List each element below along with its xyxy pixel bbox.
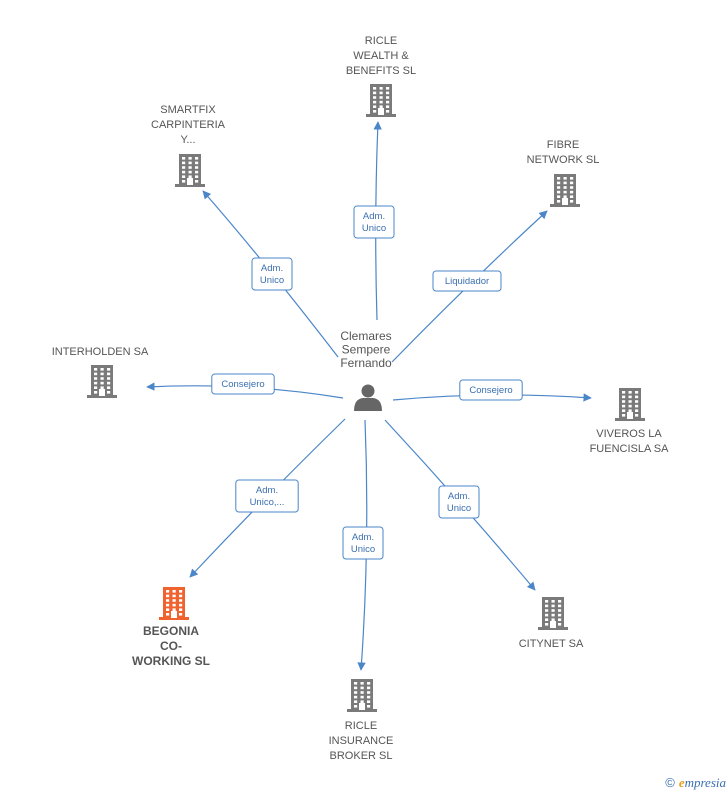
edge-label-text: Liquidador bbox=[445, 276, 489, 287]
node-viveros[interactable]: VIVEROS LA FUENCISLA SA bbox=[590, 388, 670, 455]
brand-initial: e bbox=[678, 775, 685, 790]
node-label: NETWORK SL bbox=[527, 154, 600, 166]
center-label: Clemares bbox=[340, 329, 391, 343]
nodes-layer: RICLE WEALTH & BENEFITS SL SMARTFIX CARPINTE… bbox=[52, 35, 669, 762]
edge-label-text: Adm. bbox=[352, 532, 374, 543]
edge-label-text: Adm. bbox=[448, 491, 470, 502]
edge-label-text: Unico bbox=[351, 544, 375, 555]
node-label: CARPINTERIA bbox=[151, 119, 226, 131]
node-label: INTERHOLDEN SA bbox=[52, 346, 149, 358]
brand-footer: ©empresia bbox=[665, 775, 726, 791]
node-label: INSURANCE bbox=[329, 735, 394, 747]
node-smartfix[interactable]: SMARTFIX CARPINTERIA Y... bbox=[151, 104, 226, 187]
building-icon[interactable] bbox=[159, 587, 189, 620]
edge-label-text: Adm. bbox=[256, 485, 278, 496]
node-label: SMARTFIX bbox=[160, 104, 216, 116]
edge-label-fibre-network[interactable]: Liquidador bbox=[432, 270, 502, 292]
edge-label-text: Adm. bbox=[363, 211, 385, 222]
node-label: RICLE bbox=[345, 720, 377, 732]
node-label: FIBRE bbox=[547, 139, 579, 151]
node-label: CO- bbox=[160, 639, 182, 653]
node-ricle-wealth[interactable]: RICLE WEALTH & BENEFITS SL bbox=[346, 35, 416, 117]
edge-label-text: Unico bbox=[447, 503, 471, 514]
person-icon[interactable] bbox=[354, 384, 382, 412]
node-label: FUENCISLA SA bbox=[590, 443, 670, 455]
copyright-symbol: © bbox=[665, 775, 675, 790]
node-label: Y... bbox=[180, 134, 195, 146]
edge-label-text: Unico bbox=[362, 223, 386, 234]
building-icon[interactable] bbox=[87, 365, 117, 398]
edge-label-text: Unico,... bbox=[250, 497, 285, 508]
edge-label-text: Consejero bbox=[469, 385, 512, 396]
edge-label-viveros[interactable]: Consejero bbox=[459, 379, 523, 401]
brand-name: mpresia bbox=[684, 775, 726, 790]
node-label: BEGONIA bbox=[143, 624, 199, 638]
building-icon[interactable] bbox=[347, 679, 377, 712]
node-label: WEALTH & bbox=[353, 50, 409, 62]
edge-label-begonia[interactable]: Adm.Unico,... bbox=[235, 479, 299, 513]
edge-label-ricle-wealth[interactable]: Adm.Unico bbox=[353, 205, 395, 239]
building-icon[interactable] bbox=[538, 597, 568, 630]
node-interholden[interactable]: INTERHOLDEN SA bbox=[52, 346, 149, 398]
center-label: Sempere bbox=[342, 343, 391, 357]
edge-label-citynet[interactable]: Adm.Unico bbox=[438, 485, 480, 519]
node-label: BENEFITS SL bbox=[346, 65, 416, 77]
building-icon[interactable] bbox=[615, 388, 645, 421]
edge-label-ricle-insurance[interactable]: Adm.Unico bbox=[342, 526, 384, 560]
node-label: CITYNET SA bbox=[519, 638, 584, 650]
node-citynet[interactable]: CITYNET SA bbox=[519, 597, 584, 650]
node-label: VIVEROS LA bbox=[596, 428, 662, 440]
edge-label-text: Adm. bbox=[261, 263, 283, 274]
node-fibre-network[interactable]: FIBRE NETWORK SL bbox=[527, 139, 600, 207]
edge-label-smartfix[interactable]: Adm.Unico bbox=[251, 257, 293, 291]
node-ricle-insurance[interactable]: RICLE INSURANCE BROKER SL bbox=[329, 679, 394, 762]
edge-label-text: Consejero bbox=[221, 379, 264, 390]
node-label: WORKING SL bbox=[132, 654, 210, 668]
node-label: BROKER SL bbox=[330, 750, 393, 762]
center-label: Fernando bbox=[340, 356, 392, 370]
building-icon[interactable] bbox=[550, 174, 580, 207]
node-label: RICLE bbox=[365, 35, 397, 47]
building-icon[interactable] bbox=[366, 84, 396, 117]
building-icon[interactable] bbox=[175, 154, 205, 187]
edge-label-interholden[interactable]: Consejero bbox=[211, 373, 275, 395]
edge-label-text: Unico bbox=[260, 275, 284, 286]
